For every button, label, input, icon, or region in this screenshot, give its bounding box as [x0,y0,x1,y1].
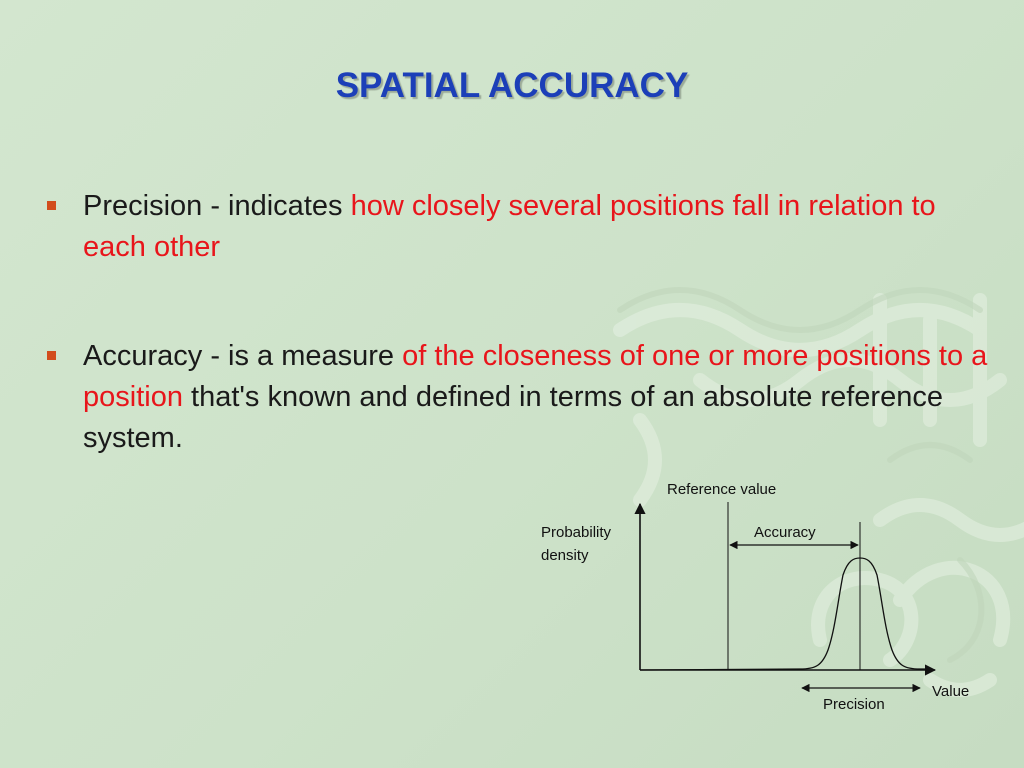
accuracy-precision-diagram: Reference value Probability density Accu… [541,481,969,713]
reference-value-label: Reference value [667,481,776,498]
precision-label: Precision [823,696,885,713]
bullet-accuracy-label: Accuracy - is a measure [83,340,403,372]
probability-density-curve [639,557,930,671]
square-bullet-icon [47,201,56,210]
bullet-accuracy: Accuracy - is a measure of the closeness… [40,336,990,459]
bullet-precision-label: Precision - indicates [83,190,351,222]
bullet-list: Precision - indicates how closely severa… [40,186,990,459]
y-axis-label-line1: Probability [541,524,612,541]
x-axis-label: Value [932,683,969,700]
bullet-accuracy-highlight: of the closeness of one or more position… [83,340,988,413]
bullet-precision: Precision - indicates how closely severa… [40,186,990,268]
square-bullet-icon [47,351,56,360]
accuracy-label: Accuracy [754,524,816,541]
bullet-accuracy-rest: that's known and defined in terms of an … [83,381,943,454]
slide-title: SPATIAL ACCURACY [335,66,689,105]
y-axis-label-line2: density [541,547,589,564]
bullet-precision-highlight: how closely several positions fall in re… [83,190,936,263]
